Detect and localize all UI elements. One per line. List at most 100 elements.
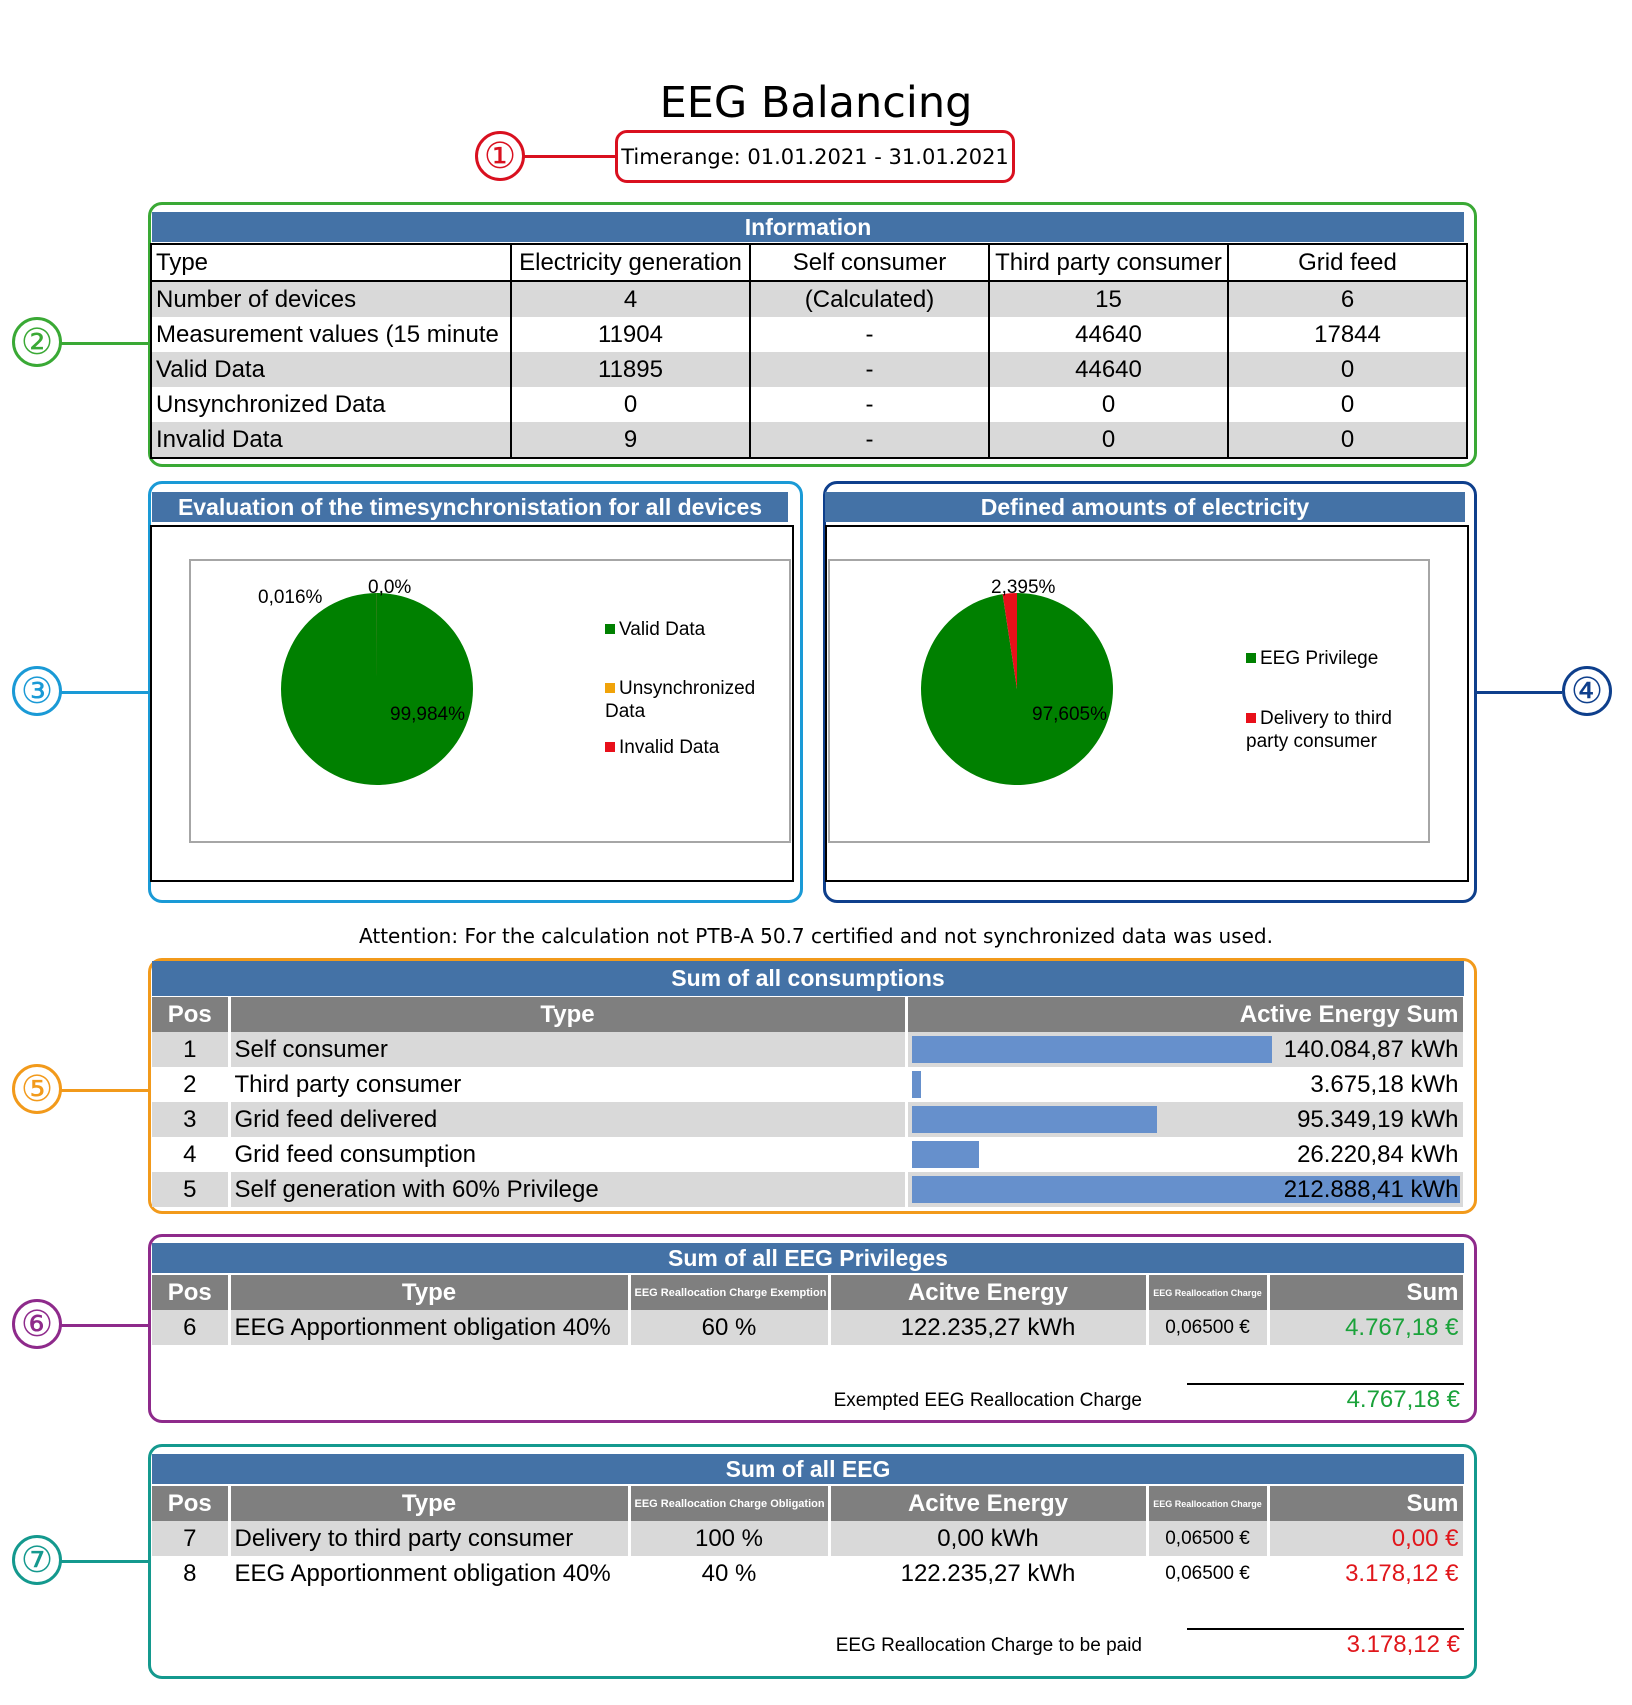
marker-1-line: [520, 155, 615, 158]
amount-chart-frame: [823, 481, 1477, 903]
column-header: Type: [229, 1275, 631, 1310]
table-row: Valid Data 11895 - 44640 0: [150, 352, 1468, 387]
table-row: 7 Delivery to third party consumer 100 %…: [152, 1521, 1466, 1556]
marker-4: ④: [1562, 666, 1612, 716]
marker-3-line: [60, 691, 148, 694]
table-cell: 2: [152, 1067, 231, 1102]
marker-6-line: [60, 1324, 148, 1327]
total-value: 3.178,12 €: [1346, 1631, 1460, 1658]
legend-item: Delivery to third party consumer: [1246, 707, 1406, 753]
sync-chart-plot: [189, 559, 791, 843]
sync-chart-frame: [148, 481, 803, 903]
consumptions-frame: [148, 958, 1477, 1214]
information-frame: [148, 202, 1477, 467]
legend-swatch: [1246, 713, 1256, 723]
table-cell: 0,06500 €: [1147, 1521, 1270, 1556]
legend-label: Delivery to third party consumer: [1246, 708, 1392, 752]
table-cell: 11904: [510, 317, 751, 352]
table-cell: 8: [152, 1556, 231, 1591]
table-row: Invalid Data 9 - 0 0: [150, 422, 1468, 459]
amount-chart-plot: [828, 559, 1430, 843]
table-header-row: Pos Type EEG Reallocation Charge Obligat…: [152, 1486, 1466, 1521]
amount-chart-header: Defined amounts of electricity: [825, 492, 1465, 522]
table-row: Unsynchronized Data 0 - 0 0: [150, 387, 1468, 422]
table-cell: 3: [152, 1102, 231, 1137]
data-bar: [911, 1106, 1157, 1133]
bar-cell: 95.349,19 kWh: [906, 1102, 1466, 1137]
column-header: Pos: [152, 1486, 231, 1521]
pie-label: 97,605%: [1032, 704, 1108, 725]
table-cell: 0: [988, 387, 1229, 422]
table-cell: (Calculated): [749, 281, 990, 317]
table-cell: 4: [510, 281, 751, 317]
table-cell: 11895: [510, 352, 751, 387]
table-cell: 7: [152, 1521, 231, 1556]
table-cell: 0: [1227, 352, 1468, 387]
legend-label: Valid Data: [619, 619, 706, 640]
column-header: Grid feed: [1227, 243, 1468, 282]
privileges-frame: [148, 1234, 1477, 1423]
column-header: Active Energy Sum: [906, 997, 1466, 1032]
column-header: Acitve Energy: [829, 1275, 1149, 1310]
marker-4-line: [1477, 691, 1562, 694]
eeg-frame: [148, 1444, 1477, 1679]
total-label: Exempted EEG Reallocation Charge: [833, 1390, 1142, 1411]
table-cell: 60 %: [629, 1310, 831, 1345]
marker-5-line: [60, 1089, 148, 1092]
pie-label: 2,395%: [991, 577, 1056, 598]
column-header: Pos: [152, 1275, 231, 1310]
column-header: Type: [229, 1486, 631, 1521]
amount-pie-chart: [921, 593, 1113, 785]
bar-cell: 140.084,87 kWh: [906, 1032, 1466, 1067]
column-header: Sum: [1268, 1275, 1466, 1310]
table-cell: Invalid Data: [150, 422, 512, 459]
table-row: 2 Third party consumer 3.675,18 kWh: [152, 1067, 1466, 1102]
marker-7: ⑦: [12, 1535, 62, 1585]
column-header: EEG Reallocation Charge Obligation: [629, 1486, 831, 1521]
column-header: Pos: [152, 997, 231, 1032]
table-row: 4 Grid feed consumption 26.220,84 kWh: [152, 1137, 1466, 1172]
table-cell: Third party consumer: [229, 1067, 908, 1102]
timerange-box: Timerange: 01.01.2021 - 31.01.2021: [615, 130, 1015, 183]
table-header-row: Type Electricity generation Self consume…: [150, 243, 1468, 282]
column-header: Type: [229, 997, 908, 1032]
table-cell: 15: [988, 281, 1229, 317]
bar-value: 95.349,19 kWh: [1297, 1105, 1459, 1133]
information-header: Information: [152, 212, 1464, 242]
table-cell: 0,06500 €: [1147, 1556, 1270, 1591]
table-cell: Measurement values (15 minute: [150, 317, 512, 352]
table-cell: 6: [152, 1310, 231, 1345]
pie-label: 0,0%: [368, 577, 412, 598]
column-header: Type: [150, 243, 512, 282]
page-title: EEG Balancing: [659, 78, 973, 128]
table-row: 8 EEG Apportionment obligation 40% 40 % …: [152, 1556, 1466, 1591]
legend-item: EEG Privilege: [1246, 647, 1378, 670]
pie-slice-valid-data: [281, 593, 474, 785]
marker-1: ①: [475, 131, 525, 181]
table-cell: -: [749, 422, 990, 459]
total-divider: [1187, 1383, 1464, 1385]
column-header: EEG Reallocation Charge Exemption: [629, 1275, 831, 1310]
table-cell: Delivery to third party consumer: [229, 1521, 631, 1556]
bar-cell: 212.888,41 kWh: [906, 1172, 1466, 1207]
table-cell: Self generation with 60% Privilege: [229, 1172, 908, 1207]
table-cell: Grid feed consumption: [229, 1137, 908, 1172]
consumptions-table: Pos Type Active Energy Sum 1 Self consum…: [152, 997, 1466, 1207]
marker-2-line: [60, 342, 148, 345]
table-cell: 5: [152, 1172, 231, 1207]
table-header-row: Pos Type EEG Reallocation Charge Exempti…: [152, 1275, 1466, 1310]
marker-7-line: [60, 1560, 148, 1563]
table-row: 3 Grid feed delivered 95.349,19 kWh: [152, 1102, 1466, 1137]
table-cell: Self consumer: [229, 1032, 908, 1067]
table-cell: Number of devices: [150, 281, 512, 317]
data-bar: [911, 1036, 1273, 1063]
table-cell: -: [749, 317, 990, 352]
consumptions-header: Sum of all consumptions: [152, 961, 1464, 996]
table-header-row: Pos Type Active Energy Sum: [152, 997, 1466, 1032]
column-header: Self consumer: [749, 243, 990, 282]
table-row: Measurement values (15 minute 11904 - 44…: [150, 317, 1468, 352]
table-cell: 122.235,27 kWh: [829, 1310, 1149, 1345]
table-row: 6 EEG Apportionment obligation 40% 60 % …: [152, 1310, 1466, 1345]
column-header: Third party consumer: [988, 243, 1229, 282]
privileges-table: Pos Type EEG Reallocation Charge Exempti…: [152, 1275, 1466, 1345]
